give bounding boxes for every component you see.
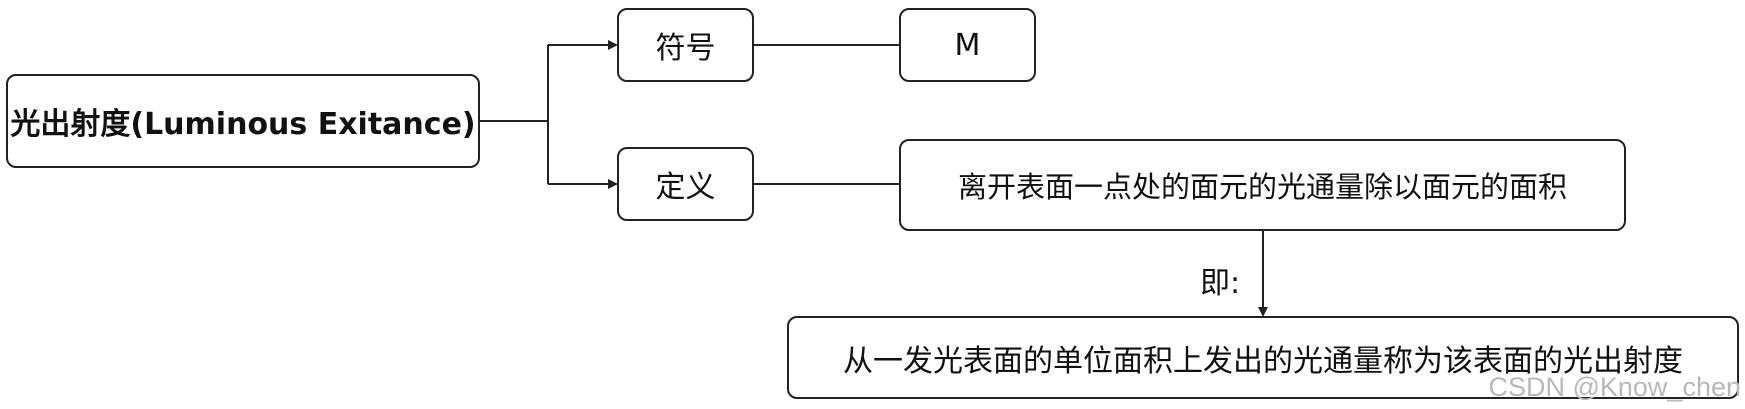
- root-node: 光出射度(Luminous Exitance): [6, 74, 480, 168]
- symbol-value-node: M: [899, 8, 1036, 82]
- definition-value-node: 离开表面一点处的面元的光通量除以面元的面积: [899, 139, 1626, 231]
- result-label: 从一发光表面的单位面积上发出的光通量称为该表面的光出射度: [843, 343, 1683, 379]
- watermark: CSDN @Know_chen: [1488, 372, 1741, 402]
- result-node: 从一发光表面的单位面积上发出的光通量称为该表面的光出射度: [787, 316, 1739, 399]
- symbol-label: 符号: [655, 31, 716, 66]
- symbol-node: 符号: [617, 8, 754, 82]
- definition-label: 定义: [655, 170, 716, 205]
- connector-label: 即:: [1200, 266, 1241, 301]
- definition-value: 离开表面一点处的面元的光通量除以面元的面积: [957, 170, 1567, 204]
- symbol-value: M: [954, 27, 981, 63]
- root-label: 光出射度(Luminous Exitance): [10, 107, 476, 142]
- definition-node: 定义: [617, 147, 754, 221]
